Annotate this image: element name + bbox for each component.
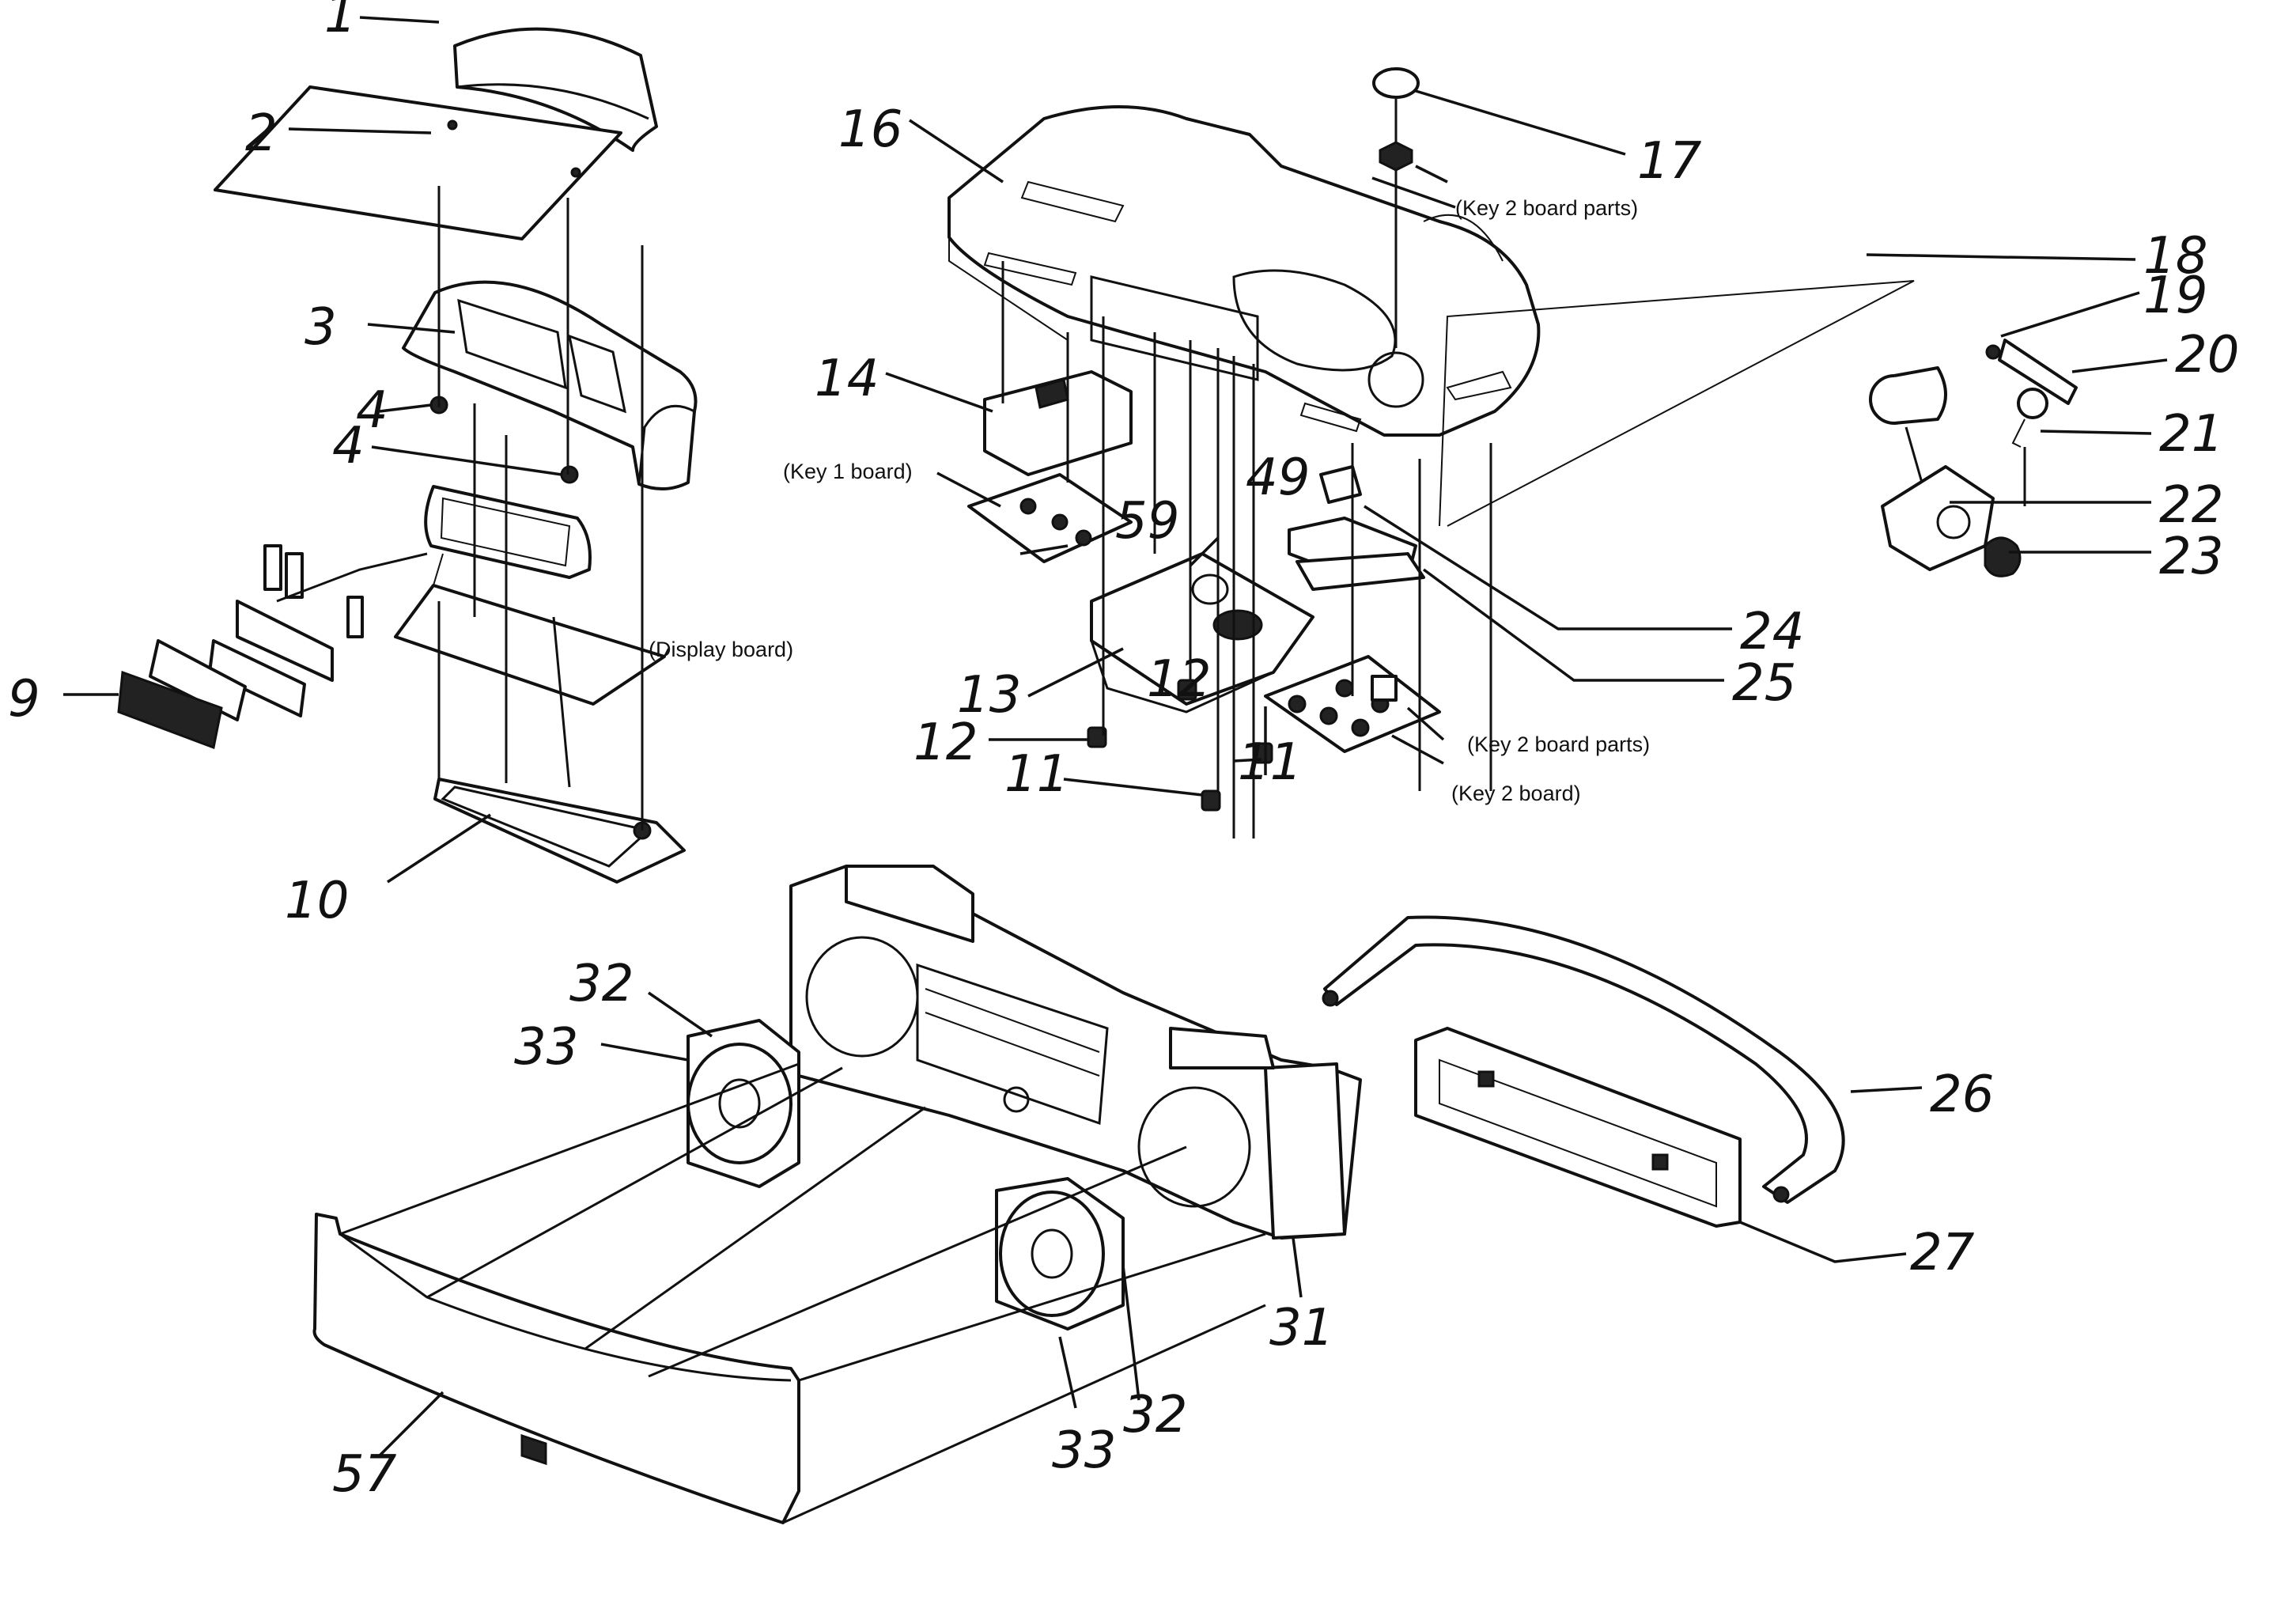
display-module bbox=[424, 485, 592, 579]
clip-part-b bbox=[285, 552, 304, 599]
part-21-gear bbox=[2017, 388, 2048, 419]
callout-24: 24 bbox=[1740, 603, 1804, 661]
callout-numbers: 1 2 3 4 4 9 10 16 17 14 49 59 13 12 12 1… bbox=[8, 0, 2239, 1504]
clip-part-a bbox=[263, 544, 282, 591]
callout-14: 14 bbox=[815, 350, 879, 408]
part-14-key-module bbox=[983, 370, 1133, 476]
callout-31: 31 bbox=[1269, 1299, 1333, 1357]
callout-leaders bbox=[63, 16, 2168, 1457]
clip-part-c bbox=[346, 596, 364, 638]
top-chassis-assembly bbox=[948, 67, 1541, 838]
callout-26: 26 bbox=[1930, 1066, 1994, 1124]
part-4-screw-b bbox=[560, 465, 579, 484]
note-display-board: (Display board) bbox=[649, 638, 793, 661]
callout-4a: 4 bbox=[356, 381, 388, 440]
part-11-foot-a bbox=[1201, 789, 1221, 812]
callout-57: 57 bbox=[332, 1445, 397, 1504]
callout-23: 23 bbox=[2159, 528, 2223, 586]
callout-12b: 12 bbox=[913, 714, 978, 772]
callout-20: 20 bbox=[2175, 326, 2239, 384]
part-25-key-strip bbox=[1296, 552, 1425, 591]
part-49-switch bbox=[1319, 465, 1362, 504]
callout-17: 17 bbox=[1637, 132, 1702, 191]
callout-3: 3 bbox=[304, 298, 337, 357]
part-26-handle bbox=[1323, 915, 1845, 1204]
part-33-speaker-cone-left bbox=[687, 1043, 792, 1164]
display-assembly bbox=[117, 27, 698, 884]
part-12-foot-a bbox=[1087, 726, 1107, 748]
part-19-washer bbox=[1985, 344, 2001, 360]
callout-18: 18 bbox=[2143, 227, 2207, 286]
callout-16: 16 bbox=[838, 100, 902, 159]
part-17-knob bbox=[1372, 67, 1420, 99]
callout-11a: 11 bbox=[1004, 745, 1069, 804]
note-key1-board: (Key 1 board) bbox=[783, 460, 913, 483]
callout-10: 10 bbox=[285, 872, 349, 930]
part-17-knob-nut bbox=[1379, 141, 1413, 172]
callout-2: 2 bbox=[245, 104, 278, 163]
rear-enclosure bbox=[845, 865, 974, 943]
grille-logo bbox=[520, 1433, 547, 1466]
note-key2-board: (Key 2 board) bbox=[1451, 782, 1581, 805]
part-23-knob bbox=[1984, 536, 2022, 577]
cd-spindle bbox=[1212, 609, 1263, 641]
callout-33a: 33 bbox=[514, 1018, 578, 1077]
callout-27: 27 bbox=[1910, 1224, 1975, 1282]
callout-33b: 33 bbox=[1052, 1421, 1116, 1480]
callout-22: 22 bbox=[2159, 476, 2223, 535]
callout-49: 49 bbox=[1246, 449, 1310, 507]
lens-window-2 bbox=[208, 639, 306, 717]
callout-4b: 4 bbox=[332, 417, 365, 475]
part-10-bottom-cover bbox=[433, 778, 686, 884]
callout-13: 13 bbox=[957, 666, 1021, 725]
callout-21: 21 bbox=[2159, 405, 2223, 464]
key-2-board-switch bbox=[1371, 675, 1398, 702]
callout-9: 9 bbox=[8, 670, 40, 729]
note-key2-board-parts-bottom: (Key 2 board parts) bbox=[1467, 732, 1650, 756]
callout-19: 19 bbox=[2143, 267, 2207, 325]
part-33-speaker-cone-right bbox=[999, 1191, 1105, 1317]
tuning-mechanism bbox=[1439, 280, 2078, 577]
part-31-side-panel bbox=[1264, 1062, 1346, 1240]
callout-1: 1 bbox=[324, 0, 357, 44]
callout-32a: 32 bbox=[569, 955, 634, 1013]
callout-25: 25 bbox=[1732, 654, 1796, 713]
speaker-assembly bbox=[312, 865, 1845, 1524]
lens-window-3 bbox=[149, 639, 247, 721]
baffle-right-opening bbox=[1137, 1086, 1251, 1208]
callout-12a: 12 bbox=[1147, 650, 1211, 709]
part-2-plate bbox=[214, 85, 622, 240]
callout-11b: 11 bbox=[1238, 733, 1302, 792]
lens-window-1 bbox=[236, 600, 334, 682]
callout-32b: 32 bbox=[1123, 1386, 1187, 1444]
part-9-connector bbox=[117, 670, 223, 750]
disc-spindle-hole bbox=[1367, 351, 1424, 408]
rear-enclosure-right bbox=[1169, 1027, 1275, 1069]
callout-59: 59 bbox=[1115, 492, 1179, 551]
part-20-lever bbox=[1998, 339, 2078, 405]
note-key2-board-parts-top: (Key 2 board parts) bbox=[1455, 196, 1638, 220]
part-12-foot-b bbox=[1177, 679, 1197, 701]
display-board bbox=[394, 584, 666, 706]
board-notes: (Key 2 board parts) (Key 1 board) (Displ… bbox=[649, 196, 1650, 805]
